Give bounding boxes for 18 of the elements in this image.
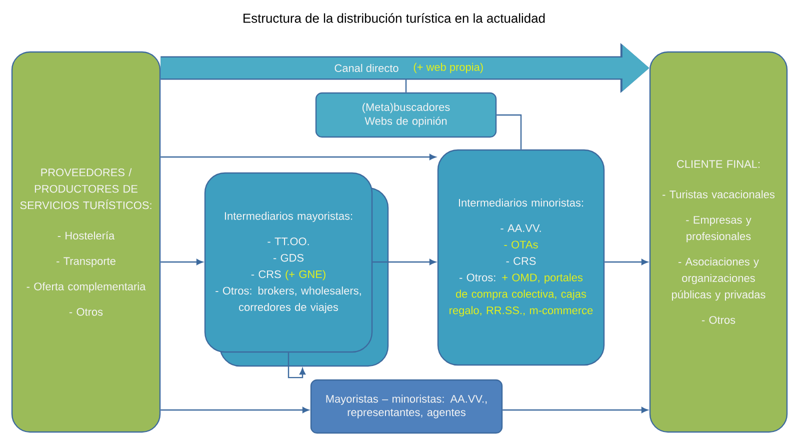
label: (+ web propia) [412,62,485,74]
connector-line [496,114,522,150]
title: Estructura de la distribución turística en la actualidad [244,13,545,23]
process-box: Mayoristas – minoristas: AA.VV., representantes, agentes [310,379,503,434]
arrow [502,407,648,413]
arrow [288,352,306,378]
arrow [160,259,203,265]
arrow [604,259,648,265]
process-box: (Meta)buscadores Webs de opinión [315,92,497,138]
provider-box: PROVEEDORES / PRODUCTORES DE SERVICIOS TURÍSTICOS: - Hostelería - Transporte - Oferta complementaria - Otros [11,51,161,433]
connector-line [405,80,407,92]
edge-label: Canal directo [333,62,400,74]
arrow [160,407,309,413]
process-box: Intermediarios minoristas: - AA.VV. - OTAs - CRS - Otros: + OMD, portales de compra colectiva, cajas regalo, RR.SS., m-commerce [437,149,605,366]
arrow [372,259,436,265]
stacked-box: Intermediarios mayoristas: - TT.OO. - GDS - CRS (+ GNE) - Otros: brokers, wholesalers, corredores de viajes [204,172,389,367]
arrow [160,154,436,160]
client-box: CLIENTE FINAL: - Turistas vacacionales - Empresas y profesionales - Asociaciones y organizaciones públicas y privadas - Otros [649,51,788,433]
